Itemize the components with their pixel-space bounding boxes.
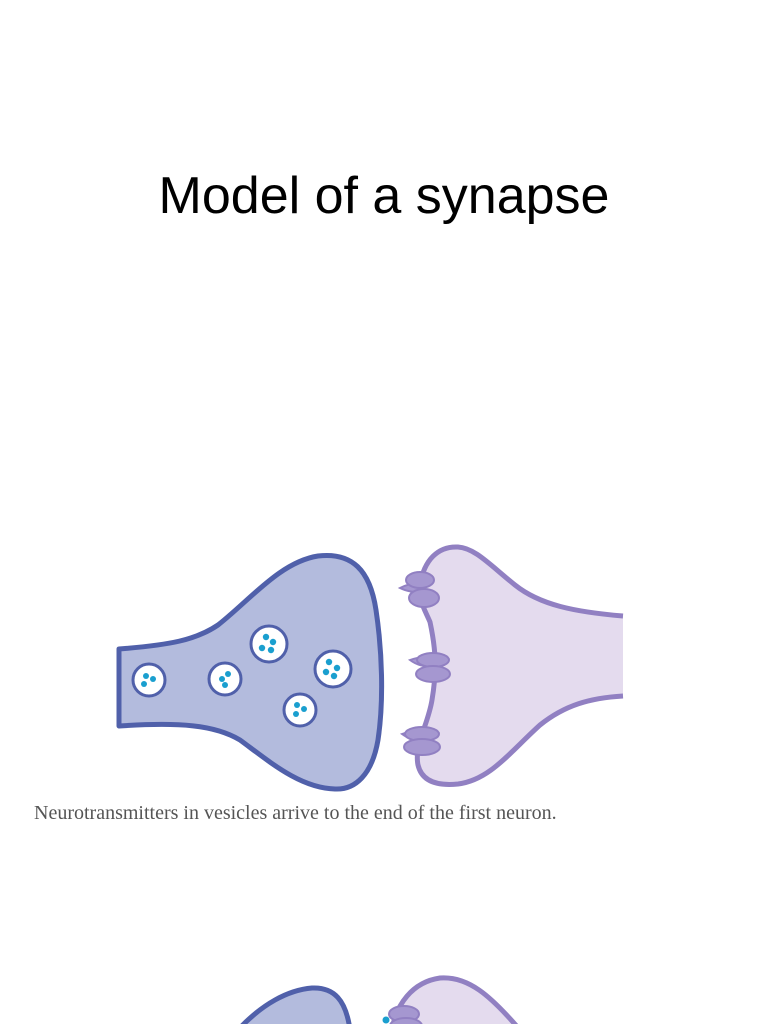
receptor: [388, 1005, 423, 1024]
page-title: Model of a synapse: [158, 167, 610, 225]
postsynaptic-membrane: [414, 544, 624, 787]
presynaptic-terminal-2: [240, 985, 352, 1024]
presynaptic-membrane-2: [240, 985, 352, 1024]
receptor: [397, 571, 440, 608]
receptor: [407, 652, 451, 683]
vesicle: [207, 661, 243, 697]
vesicle: [131, 662, 167, 698]
presynaptic-terminal: [116, 552, 385, 792]
postsynaptic-dendrite-2: [382, 975, 519, 1024]
vesicle: [249, 624, 289, 664]
neurotransmitter: [382, 1016, 390, 1024]
presynaptic-membrane: [116, 552, 385, 792]
vesicle: [282, 692, 318, 728]
vesicle: [313, 649, 353, 689]
receptor: [399, 726, 441, 756]
figure-caption: Neurotransmitters in vesicles arrive to …: [34, 802, 557, 824]
postsynaptic-dendrite: [397, 544, 624, 787]
